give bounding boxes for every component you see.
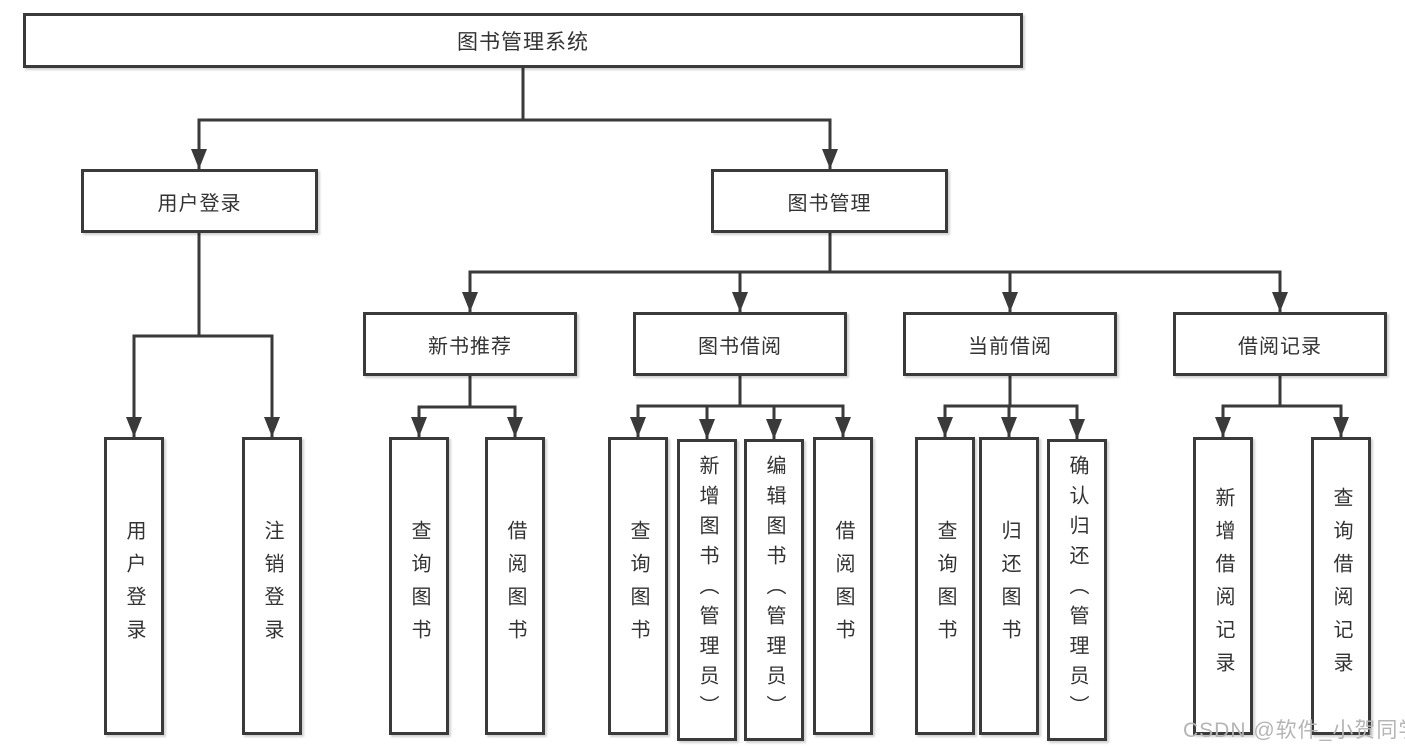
- leaf-nb-query-book-label: 查询图书: [408, 520, 430, 652]
- leaf-bb-edit-book-admin-label: 编辑图书（管理员）: [763, 455, 785, 725]
- node-borrow-records: 借阅记录: [1173, 312, 1387, 376]
- node-current-borrow: 当前借阅: [903, 312, 1117, 376]
- node-user-login-label: 用户登录: [157, 192, 242, 215]
- node-new-books-label: 新书推荐: [428, 335, 512, 358]
- leaf-cb-confirm-return-admin-label: 确认归还（管理员）: [1066, 455, 1088, 725]
- leaf-nb-borrow-book-label: 借阅图书: [504, 520, 526, 652]
- leaf-logout: 注销登录: [242, 437, 302, 735]
- leaf-bb-add-book-admin: 新增图书（管理员）: [677, 439, 737, 741]
- leaf-br-query-record: 查询借阅记录: [1311, 437, 1371, 735]
- leaf-br-query-record-label: 查询借阅记录: [1330, 487, 1352, 685]
- node-root: 图书管理系统: [23, 13, 1023, 68]
- node-book-borrow-label: 图书借阅: [698, 335, 782, 358]
- leaf-br-add-record: 新增借阅记录: [1193, 437, 1253, 735]
- leaf-cb-query-book: 查询图书: [915, 437, 975, 735]
- leaf-user-login-label: 用户登录: [123, 520, 145, 652]
- leaf-bb-add-book-admin-label: 新增图书（管理员）: [696, 455, 718, 725]
- leaf-logout-label: 注销登录: [261, 520, 283, 652]
- leaf-bb-query-book: 查询图书: [608, 437, 668, 735]
- leaf-cb-confirm-return-admin: 确认归还（管理员）: [1047, 439, 1107, 741]
- leaf-bb-edit-book-admin: 编辑图书（管理员）: [744, 439, 804, 741]
- node-book-mgmt-label: 图书管理: [787, 192, 872, 215]
- node-root-label: 图书管理系统: [457, 30, 589, 54]
- leaf-user-login: 用户登录: [104, 437, 164, 735]
- node-new-books: 新书推荐: [363, 312, 577, 376]
- connector-trunks: [132, 66, 1343, 409]
- leaf-br-add-record-label: 新增借阅记录: [1212, 487, 1234, 685]
- node-current-borrow-label: 当前借阅: [968, 335, 1052, 358]
- node-borrow-records-label: 借阅记录: [1238, 335, 1322, 358]
- leaf-cb-return-book: 归还图书: [979, 437, 1039, 735]
- node-book-mgmt: 图书管理: [711, 169, 948, 233]
- node-user-login: 用户登录: [81, 169, 318, 233]
- leaf-cb-query-book-label: 查询图书: [934, 520, 956, 652]
- csdn-watermark: CSDN @软件_小贺同学: [1183, 719, 1405, 742]
- leaf-bb-borrow-book: 借阅图书: [813, 437, 873, 735]
- node-book-borrow: 图书借阅: [633, 312, 847, 376]
- leaf-bb-query-book-label: 查询图书: [627, 520, 649, 652]
- leaf-nb-borrow-book: 借阅图书: [485, 437, 545, 735]
- leaf-cb-return-book-label: 归还图书: [998, 520, 1020, 652]
- leaf-nb-query-book: 查询图书: [389, 437, 449, 735]
- leaf-bb-borrow-book-label: 借阅图书: [832, 520, 854, 652]
